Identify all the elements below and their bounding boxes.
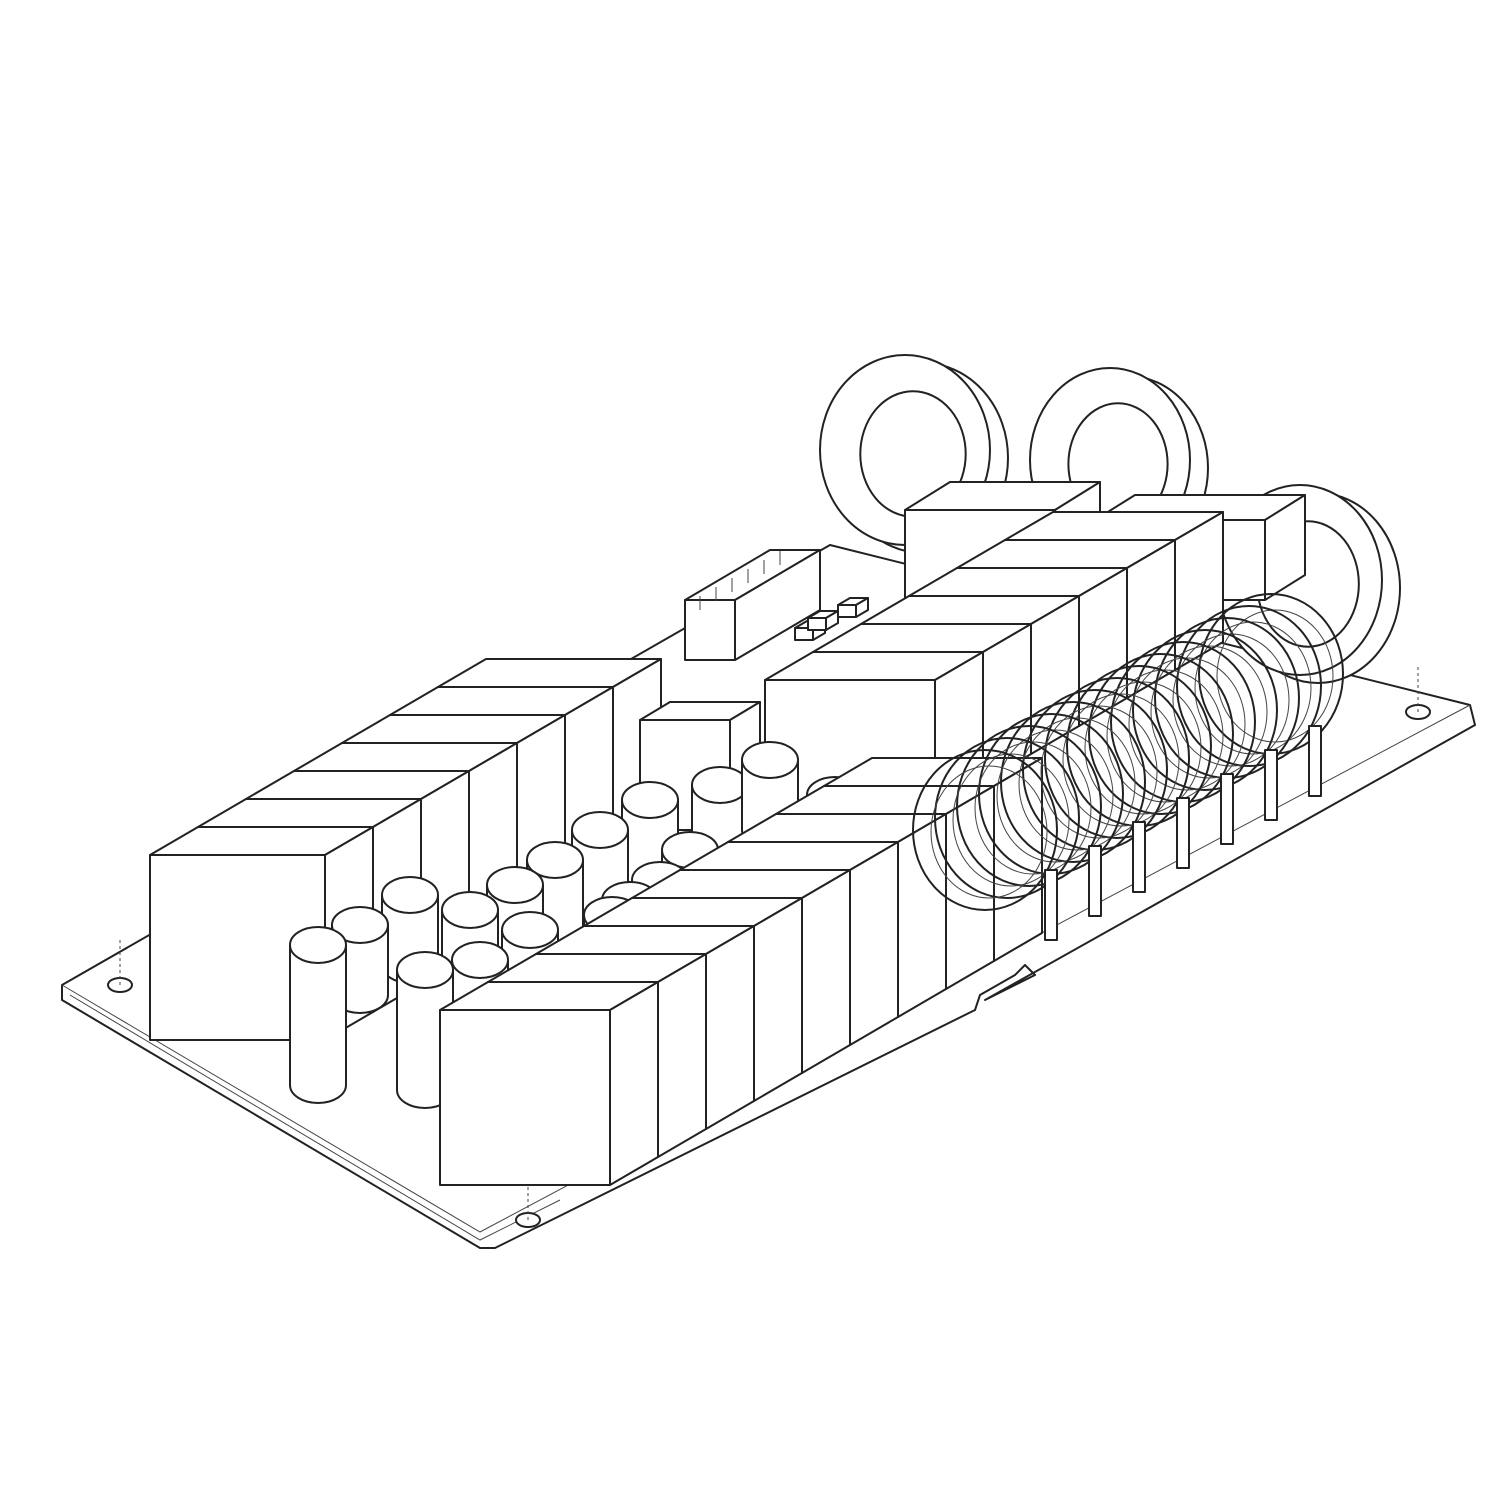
cylinder-top: [381, 876, 439, 914]
coil-turn-outer: [1088, 653, 1234, 815]
cylinder-top: [691, 766, 749, 804]
coil-turn-inner: [1018, 717, 1136, 851]
coil-leg: [1132, 821, 1146, 893]
components: [149, 354, 1401, 1186]
coil-turn-outer: [934, 737, 1080, 899]
cylinder-top: [526, 841, 584, 879]
box-side-face: [1078, 567, 1128, 727]
cylinder-top: [621, 781, 679, 819]
box-front-face: [837, 604, 857, 618]
box-side-face: [705, 925, 755, 1130]
coil-leg: [1220, 773, 1234, 845]
box-front-face: [439, 1009, 611, 1186]
cylinder-top: [741, 741, 799, 779]
coil-turn-inner: [930, 765, 1048, 899]
coil-turn-outer: [1176, 605, 1322, 767]
box-front-face: [684, 599, 736, 661]
coil-turn-inner: [1128, 657, 1246, 791]
box-front-face: [807, 617, 827, 631]
cylinder-top: [396, 951, 454, 989]
cylinder-top: [289, 926, 347, 964]
coil-turn-inner: [1040, 705, 1158, 839]
cylinder-top: [486, 866, 544, 904]
coil-turn-inner: [1106, 669, 1224, 803]
box-side-face: [1126, 539, 1176, 699]
box-side-face: [849, 841, 899, 1046]
coil-turn-inner: [1084, 681, 1202, 815]
pin-header-connector: [684, 549, 821, 661]
coil-turn-outer: [1132, 629, 1278, 791]
coil-leg: [1044, 869, 1058, 941]
coil-turn-inner: [974, 741, 1092, 875]
cylinder-body: [289, 944, 347, 1104]
coil-leg: [1308, 725, 1322, 797]
coil-turn-inner: [1062, 693, 1180, 827]
coil-turn-inner: [1216, 609, 1334, 743]
coil-leg: [1176, 797, 1190, 869]
box-side-face: [609, 981, 659, 1186]
coil-turn-inner: [952, 753, 1070, 887]
air-core-coil: [912, 593, 1344, 941]
cylinder-top: [331, 906, 389, 944]
coil-leg: [1088, 845, 1102, 917]
box-side-face: [753, 897, 803, 1102]
box-side-face: [657, 953, 707, 1158]
coil-turn-inner: [1150, 645, 1268, 779]
electrolytic-capacitor: [289, 926, 347, 1104]
cylinder-top: [571, 811, 629, 849]
cylinder-top: [501, 911, 559, 949]
cylinder-top: [441, 891, 499, 929]
coil-leg: [1264, 749, 1278, 821]
coil-turn-inner: [1194, 621, 1312, 755]
capacitor-block: [439, 981, 659, 1186]
coil-turn-inner: [1172, 633, 1290, 767]
coil-turn-outer: [1000, 701, 1146, 863]
cylinder-top: [451, 941, 509, 979]
smd-component: [837, 597, 869, 618]
box-side-face: [801, 869, 851, 1074]
coil-turn-outer: [1044, 677, 1190, 839]
coil-turn-outer: [912, 749, 1058, 911]
coil-turn-outer: [956, 725, 1102, 887]
coil-turn-inner: [996, 729, 1114, 863]
